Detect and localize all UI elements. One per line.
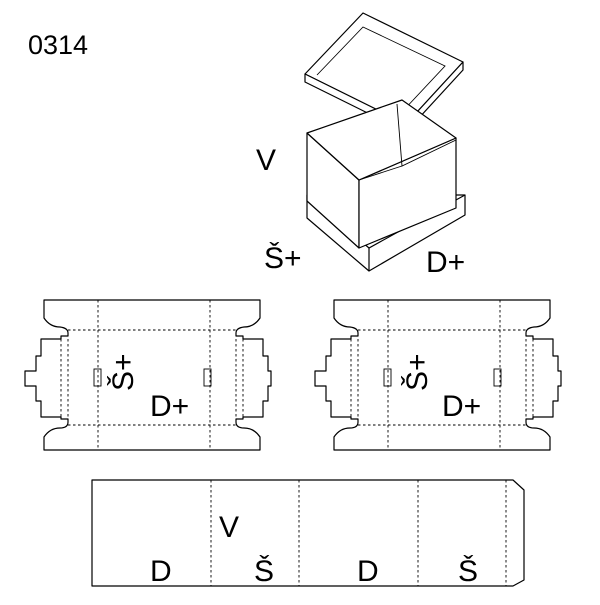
box-3d-illustration: V Š+ D+ <box>256 12 466 279</box>
blank-left-depth-label: D+ <box>150 390 189 423</box>
lid-strip-label-s1: Š <box>254 554 274 588</box>
lid-strip-label-s2: Š <box>458 554 478 588</box>
model-number: 0314 <box>28 30 88 60</box>
blank-right: Š+ D+ <box>314 299 562 451</box>
box-body <box>306 99 457 249</box>
lid-label: V <box>256 144 276 177</box>
lid-strip-label-v: V <box>219 511 239 544</box>
lid-strip-label-d2: D <box>357 555 379 588</box>
lid-strip-blank: V D Š D Š <box>91 479 525 588</box>
blank-right-depth-label: D+ <box>442 390 481 423</box>
depth-label: D+ <box>426 246 465 279</box>
lid-strip-label-d1: D <box>150 555 172 588</box>
blank-left-width-label: Š+ <box>106 353 140 391</box>
blank-left: Š+ D+ <box>24 299 272 451</box>
width-label: Š+ <box>264 241 302 275</box>
blank-right-width-label: Š+ <box>400 353 434 391</box>
